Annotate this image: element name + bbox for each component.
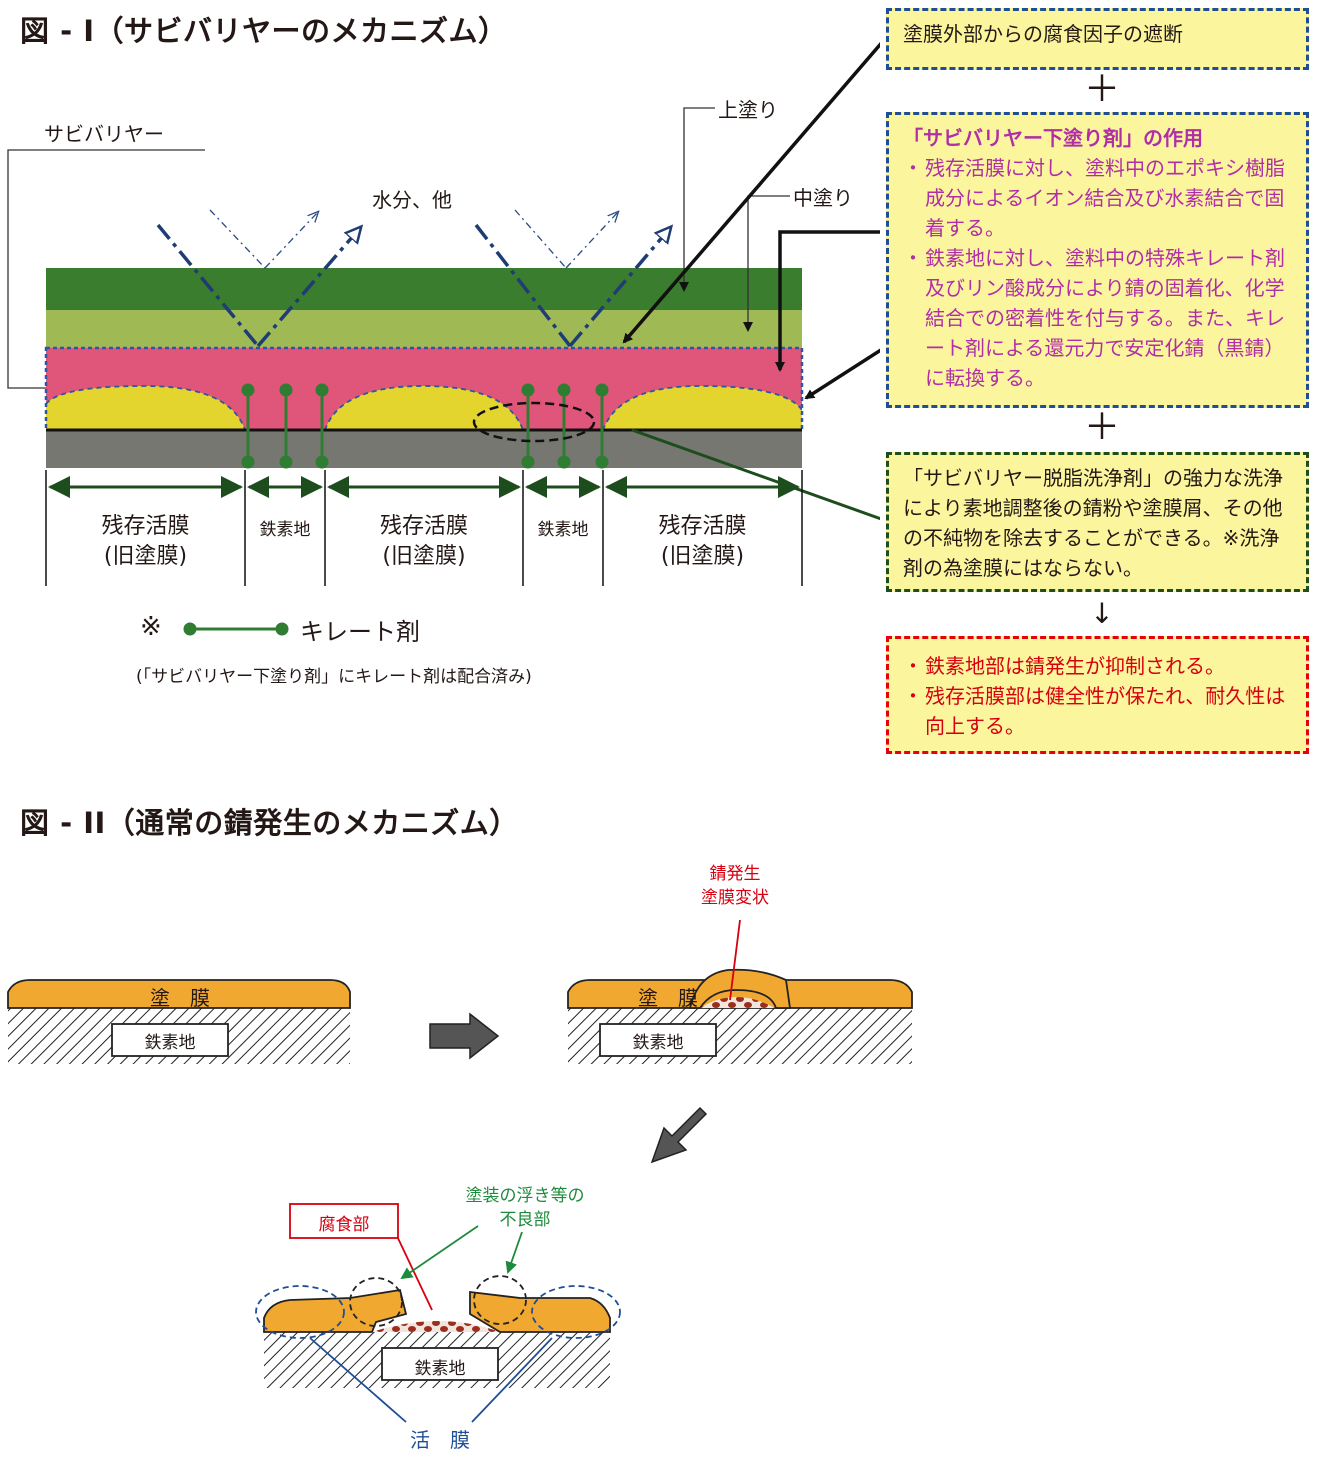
figure-2-diagram [7, 919, 913, 1423]
figure-1-title: 図 - I（サビバリヤーのメカニズム） [20, 14, 508, 48]
down-arrow: ↓ [1090, 597, 1114, 630]
primer-title: 「サビバリヤー下塗り剤」の作用 [903, 126, 1203, 150]
legend-note: (「サビバリヤー下塗り剤」にキレート剤は配合済み) [136, 667, 532, 687]
result-box: 鉄素地部は錆発生が抑制される。 残存活膜部は健全性が保たれ、耐久性は向上する。 [886, 636, 1309, 754]
chelate-pins [241, 383, 609, 469]
moisture-thin-arrows [209, 209, 618, 269]
steel-label-2: 鉄素地 [632, 1033, 684, 1053]
sabibarrier-leader [7, 149, 205, 389]
defect-label: 塗装の浮き等の不良部 [465, 1186, 585, 1230]
segment-steel-1: 鉄素地 [259, 520, 311, 540]
plus-sign-2: ＋ [1083, 407, 1120, 448]
segment-steel-2: 鉄素地 [537, 520, 589, 540]
topcoat-leader [679, 107, 715, 292]
old-film-domes [46, 385, 802, 430]
legend-label: キレート剤 [300, 618, 420, 646]
primer-item-1: 残存活膜に対し、塗料中のエポキシ樹脂成分によるイオン結合及び水素結合で固着する。 [903, 153, 1292, 243]
segment-old-film-2: 残存活膜(旧塗膜) [379, 514, 468, 569]
moisture-arrows [156, 223, 670, 348]
legend-mark: ※ [140, 612, 162, 642]
topcoat-layer [46, 268, 802, 310]
steel-label-1: 鉄素地 [144, 1033, 196, 1053]
process-arrow-right [429, 1012, 500, 1060]
highlight-ellipse [472, 401, 596, 443]
sabibarrier-outline [44, 346, 804, 432]
midcoat-label: 中塗り [793, 186, 853, 210]
panel-intact [7, 979, 351, 1064]
steel-label-3: 鉄素地 [414, 1359, 466, 1379]
shield-arrow [622, 41, 880, 344]
coating-label-1: 塗 膜 [150, 986, 210, 1010]
corrosion-label: 腐食部 [318, 1215, 370, 1235]
process-arrow-diagonal [650, 1106, 708, 1164]
rust-label: 錆発生塗膜変状 [701, 864, 769, 908]
midcoat-layer [46, 310, 802, 348]
cleaner-box: 「サビバリヤー脱脂洗浄剤」の強力な洗浄により素地調整後の錆粉や塗膜屑、その他の不… [886, 452, 1309, 592]
moisture-label: 水分、他 [372, 188, 452, 212]
segment-old-film-1: 残存活膜(旧塗膜) [101, 514, 190, 569]
cleaner-leader [631, 428, 880, 521]
figure-2-title: 図 - II（通常の錆発生のメカニズム） [20, 806, 519, 840]
shielding-box: 塗膜外部からの腐食因子の遮断 [886, 8, 1309, 70]
primer-arrow-1 [775, 230, 880, 372]
panel-rusting [567, 919, 913, 1064]
plus-sign-1: ＋ [1083, 69, 1120, 110]
steel-substrate [46, 430, 802, 468]
primer-item-2: 鉄素地に対し、塗料中の特殊キレート剤及びリン酸成分により錆の固着化、化学結合での… [903, 243, 1292, 393]
dimension-ticks [45, 470, 803, 586]
primer-box: 「サビバリヤー下塗り剤」の作用 残存活膜に対し、塗料中のエポキシ樹脂成分によるイ… [886, 112, 1309, 408]
figure-1-diagram [7, 41, 880, 636]
segment-old-film-3: 残存活膜(旧塗膜) [658, 514, 747, 569]
active-film-label: 活 膜 [410, 1428, 470, 1452]
legend-chelate-symbol [183, 622, 289, 636]
coating-label-2: 塗 膜 [638, 986, 698, 1010]
result-item-1: 鉄素地部は錆発生が抑制される。 [903, 651, 1292, 681]
panel-corroded [255, 1203, 621, 1423]
topcoat-label: 上塗り [718, 98, 778, 122]
sabibarrier-label: サビバリヤー [44, 122, 164, 146]
result-item-2: 残存活膜部は健全性が保たれ、耐久性は向上する。 [903, 681, 1292, 741]
primer-arrow-2 [804, 348, 880, 400]
